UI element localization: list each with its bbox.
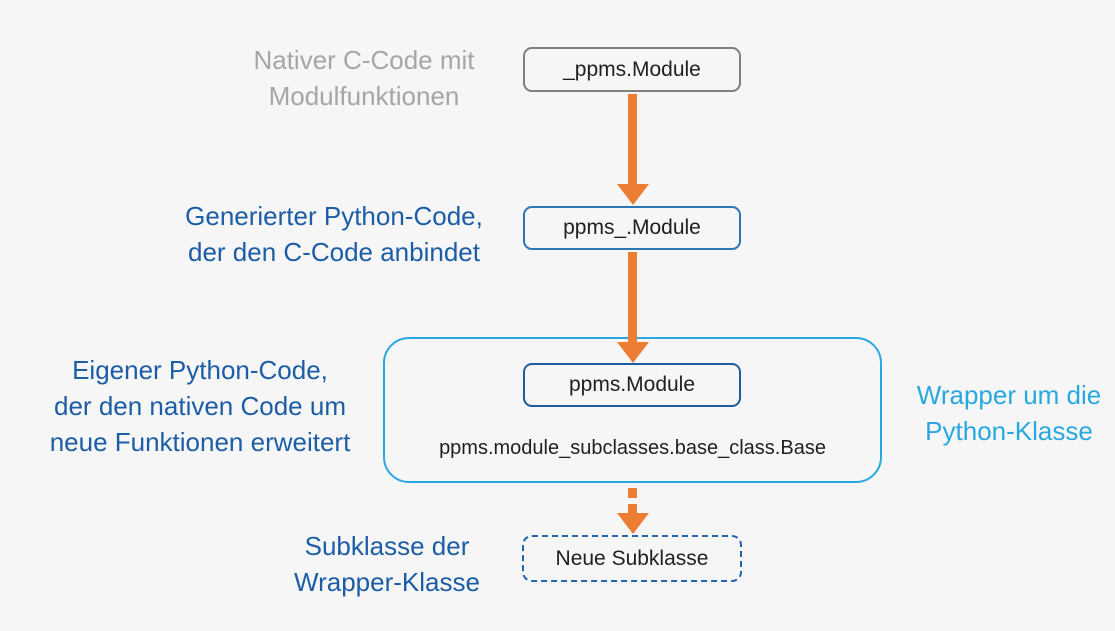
label-line: der den C-Code anbindet bbox=[188, 237, 480, 267]
node-wrapped-module: ppms.Module bbox=[523, 363, 741, 407]
node-label: Neue Subklasse bbox=[555, 546, 709, 570]
arrow-head-icon bbox=[617, 342, 649, 363]
label-line: Wrapper-Klasse bbox=[294, 567, 480, 597]
label-line: Generierter Python-Code, bbox=[185, 201, 483, 231]
label-generated-python-code: Generierter Python-Code, der den C-Code … bbox=[164, 198, 504, 270]
label-native-c-code: Nativer C-Code mit Modulfunktionen bbox=[194, 42, 534, 114]
node-generated-module: ppms_.Module bbox=[523, 206, 741, 250]
node-label: _ppms.Module bbox=[563, 57, 701, 81]
arrow-head-icon bbox=[617, 513, 649, 534]
node-new-subclass: Neue Subklasse bbox=[522, 535, 742, 582]
arrow-head-icon bbox=[617, 184, 649, 205]
arrow-dashed-shaft bbox=[628, 488, 637, 514]
label-line: Modulfunktionen bbox=[268, 81, 460, 111]
label-line: Nativer C-Code mit bbox=[253, 45, 475, 75]
node-label: ppms_.Module bbox=[563, 216, 701, 239]
base-class-path-text: ppms.module_subclasses.base_class.Base bbox=[439, 437, 826, 459]
label-subclass-of-wrapper: Subklasse der Wrapper-Klasse bbox=[217, 528, 557, 600]
node-native-c-module: _ppms.Module bbox=[523, 47, 741, 92]
label-line: Wrapper um die bbox=[916, 380, 1102, 410]
label-line: Python-Klasse bbox=[925, 416, 1093, 446]
label-line: der den nativen Code um bbox=[54, 391, 346, 421]
node-label: ppms.Module bbox=[568, 373, 696, 396]
label-wrapper-python-class: Wrapper um die Python-Klasse bbox=[839, 377, 1115, 449]
label-line: neue Funktionen erweitert bbox=[49, 427, 351, 457]
label-line: Eigener Python-Code, bbox=[72, 355, 328, 385]
arrow-shaft bbox=[628, 252, 637, 343]
arrow-shaft bbox=[628, 94, 637, 185]
label-own-python-code: Eigener Python-Code, der den nativen Cod… bbox=[30, 352, 370, 460]
label-line: Subklasse der bbox=[304, 531, 470, 561]
